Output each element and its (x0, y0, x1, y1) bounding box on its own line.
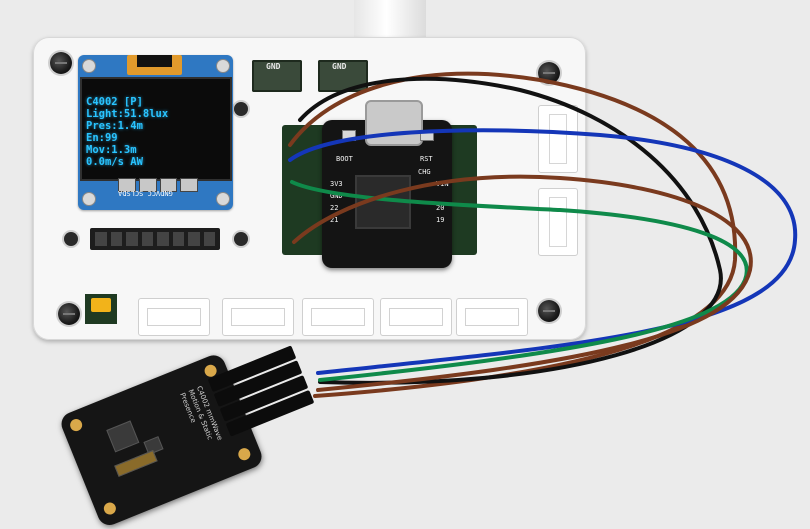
oled-line-light: Light:51.8lux (86, 108, 169, 120)
gnd-label: GND (266, 62, 281, 71)
mount-hole (234, 102, 248, 116)
screw-bottom-left (58, 303, 80, 325)
power-switch (85, 294, 117, 324)
oled-pin-header (118, 178, 198, 192)
oled-line-presence: Pres:1.4m (86, 120, 143, 132)
mcu-label-rst: RST (420, 155, 433, 163)
mcu-label-chg: CHG (418, 168, 431, 176)
mcu-label-boot: BOOT (336, 155, 353, 163)
mcu-label-gnd: GND (330, 192, 343, 200)
grove-connector-bottom-3 (302, 298, 374, 336)
grove-connector-bottom-4 (380, 298, 452, 336)
screw-top-right (538, 62, 560, 84)
wire-black (298, 76, 723, 385)
oled-line-movement: Mov:1.3m (86, 144, 137, 156)
mcu-label-19: 19 (436, 216, 445, 224)
grove-connector-bottom-2 (222, 298, 294, 336)
wire-green (290, 180, 749, 382)
grove-connector-bottom-5 (456, 298, 528, 336)
grove-connector-bottom-1 (138, 298, 210, 336)
usb-c-port (365, 100, 423, 146)
oled-line-energy: En:99 (86, 132, 118, 144)
oled-readout: C4002 [P] Light:51.8lux Pres:1.4m En:99 … (86, 96, 226, 168)
mcu-label-20: 20 (436, 204, 445, 212)
gnd-label: GND (332, 62, 347, 71)
grove-connector-right-2 (538, 188, 578, 256)
oled-screen (80, 77, 232, 181)
screw-bottom-right (538, 300, 560, 322)
oled-line-model: C4002 [P] (86, 96, 143, 108)
gnd-header-1 (252, 60, 302, 92)
oled-ribbon-cable (127, 55, 182, 75)
grove-connector-right-1 (538, 105, 578, 173)
mount-hole (234, 232, 248, 246)
screw-top-left (50, 52, 72, 74)
oled-mount-hole (216, 192, 230, 206)
female-pin-header (90, 228, 220, 250)
oled-line-speed: 0.0m/s AW (86, 156, 143, 168)
mcu-label-21: 21 (330, 216, 339, 224)
mount-hole (64, 232, 78, 246)
oled-mount-hole (82, 59, 96, 73)
oled-mount-hole (82, 192, 96, 206)
wire-brown (292, 174, 753, 392)
mcu-label-22: 22 (330, 204, 339, 212)
wire-blue (288, 128, 798, 375)
mcu-label-3v3: 3V3 (330, 180, 343, 188)
wire-brown (288, 71, 738, 398)
oled-mount-hole (216, 59, 230, 73)
